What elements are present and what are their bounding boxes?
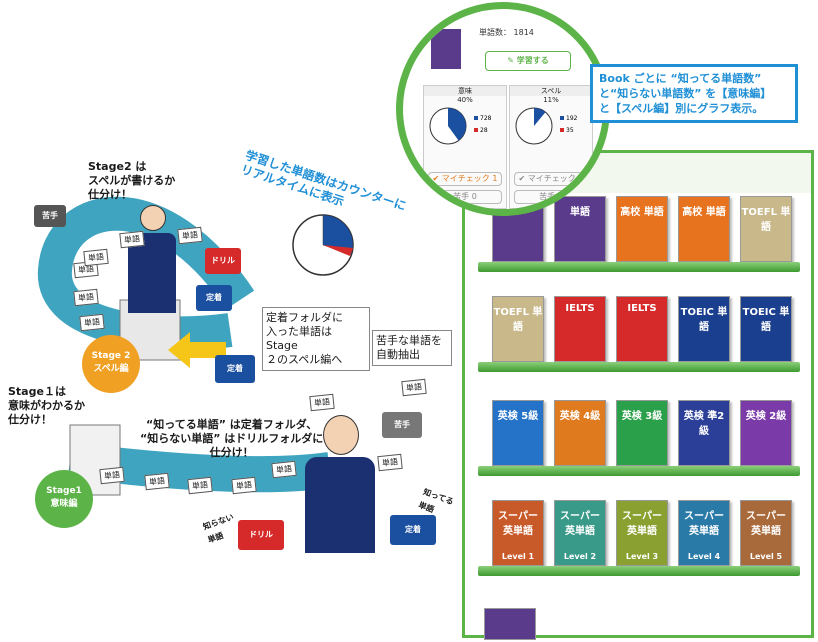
book-level: Level 1 <box>501 552 535 561</box>
book-title: TOEFL 単語 <box>741 207 791 233</box>
book-cover[interactable]: 英検 5級 <box>492 400 544 466</box>
arrow-icon <box>168 332 226 368</box>
magnifier-circle: 単語数： 1814 ✎ 学習する 意味 40% 728 28 ✔ マイチェック … <box>396 2 610 216</box>
book-cover[interactable]: TOEFL 単語 <box>740 196 792 262</box>
folder-note: 定着フォルダに 入った単語は Stage ２のスペル編へ <box>262 307 370 371</box>
book-title: 高校 単語 <box>620 207 664 218</box>
unknown-count: 28 <box>480 127 488 134</box>
book-cover[interactable]: 高校 単語 <box>616 196 668 262</box>
book-title: スーパー 英単語 <box>560 511 600 537</box>
word-card: 単語 <box>99 466 125 485</box>
book-cover[interactable]: TOEFL 単語 <box>492 296 544 362</box>
book-title: 高校 単語 <box>682 207 726 218</box>
book-title: IELTS <box>565 303 595 314</box>
drill-folder: ドリル <box>238 520 284 550</box>
word-count: 単語数： 1814 <box>479 28 534 37</box>
word-card: 単語 <box>83 248 109 267</box>
panel-label: スペル <box>510 86 592 96</box>
spell-pie: 192 35 <box>515 107 578 145</box>
shelf-board <box>478 362 800 372</box>
book-title: スーパー 英単語 <box>622 511 662 537</box>
book-cover-partial[interactable] <box>484 608 536 640</box>
fixed-folder: 定着 <box>215 355 255 383</box>
book-level: Level 5 <box>749 552 783 561</box>
book-cover[interactable]: 英検 3級 <box>616 400 668 466</box>
weak-note: 苦手な単語を 自動抽出 <box>372 330 452 366</box>
panel-percent: 11% <box>543 96 559 104</box>
book-cover[interactable]: スーパー 英単語 Level 1 <box>492 500 544 566</box>
book-cover[interactable]: 英検 2級 <box>740 400 792 466</box>
word-card: 単語 <box>401 378 427 397</box>
book-cover[interactable]: スーパー 英単語 Level 3 <box>616 500 668 566</box>
word-card: 単語 <box>271 460 297 479</box>
book-cover[interactable]: 英検 準2級 <box>678 400 730 466</box>
book-cover[interactable]: IELTS <box>616 296 668 362</box>
weak-button[interactable]: 苦手 0 <box>514 190 588 204</box>
weak-folder: 苦手 <box>382 412 422 438</box>
book-cover[interactable]: 英検 4級 <box>554 400 606 466</box>
unknown-count: 35 <box>566 127 574 134</box>
word-card: 単語 <box>79 313 105 332</box>
fixed-folder: 定着 <box>196 285 232 311</box>
book-cover[interactable]: スーパー 英単語 Level 5 <box>740 500 792 566</box>
fixed-folder: 定着 <box>390 515 436 545</box>
book-title: TOEIC 単語 <box>680 307 728 333</box>
word-card: 単語 <box>144 472 170 491</box>
callout-box: Book ごとに “知ってる単語数” と“知らない単語数” を【意味編】 と【ス… <box>590 64 798 123</box>
book-thumb <box>431 29 461 69</box>
book-title: IELTS <box>627 303 657 314</box>
stage2-text: Stage2 は スペルが書けるか 仕分け！ <box>88 160 176 201</box>
person-stage2 <box>128 205 176 315</box>
stage2-badge: Stage 2 スペル編 <box>82 335 140 393</box>
shelf-board <box>478 466 800 476</box>
meaning-pie: 728 28 <box>429 107 492 145</box>
book-title: 英検 2級 <box>745 411 787 422</box>
book-title: 英検 4級 <box>559 411 601 422</box>
sort-note: “知ってる単語” は定着フォルダ、 “知らない単語” はドリルフォルダに 仕分け… <box>140 418 324 459</box>
word-card: 単語 <box>119 230 145 249</box>
book-level: Level 3 <box>625 552 659 561</box>
panel-spell: スペル 11% 192 35 ✔ マイチェック 0 苦手 0 <box>509 85 593 209</box>
book-cover[interactable]: 高校 単語 <box>678 196 730 262</box>
drill-folder: ドリル <box>205 248 241 274</box>
book-level: Level 2 <box>563 552 597 561</box>
study-button[interactable]: ✎ 学習する <box>485 51 571 71</box>
my-check-button[interactable]: ✔ マイチェック 0 <box>514 172 588 186</box>
book-cover[interactable]: IELTS <box>554 296 606 362</box>
panel-meaning: 意味 40% 728 28 ✔ マイチェック 1 苦手 0 <box>423 85 507 209</box>
word-card: 単語 <box>187 476 213 495</box>
weak-button[interactable]: 苦手 0 <box>428 190 502 204</box>
book-cover[interactable]: スーパー 英単語 Level 2 <box>554 500 606 566</box>
weak-folder: 苦手 <box>34 205 66 227</box>
book-title: スーパー 英単語 <box>684 511 724 537</box>
stage1-badge: Stage1 意味編 <box>35 470 93 528</box>
book-title: 英検 5級 <box>497 411 539 422</box>
book-title: TOEFL 単語 <box>493 307 543 333</box>
book-title: スーパー 英単語 <box>498 511 538 537</box>
book-title: 英検 準2級 <box>683 411 725 437</box>
book-level: Level 4 <box>687 552 721 561</box>
book-title: 単語 <box>570 207 590 218</box>
book-title: スーパー 英単語 <box>746 511 786 537</box>
book-cover[interactable]: TOEIC 単語 <box>678 296 730 362</box>
known-count: 728 <box>480 115 492 122</box>
panel-label: 意味 <box>424 86 506 96</box>
shelf-board <box>478 262 800 272</box>
known-count: 192 <box>566 115 578 122</box>
word-card: 単語 <box>309 393 335 412</box>
book-cover[interactable]: TOEIC 単語 <box>740 296 792 362</box>
counter-pie <box>292 214 354 276</box>
stage1-text: Stage１は 意味がわかるか 仕分け！ <box>8 385 85 426</box>
book-title: 英検 3級 <box>621 411 663 422</box>
word-card: 単語 <box>73 288 99 307</box>
book-cover[interactable]: スーパー 英単語 Level 4 <box>678 500 730 566</box>
my-check-button[interactable]: ✔ マイチェック 1 <box>428 172 502 186</box>
shelf-board <box>478 566 800 576</box>
panel-percent: 40% <box>457 96 473 104</box>
word-card: 単語 <box>377 453 403 472</box>
word-card: 単語 <box>177 226 203 245</box>
person-stage1 <box>305 415 375 555</box>
book-title: TOEIC 単語 <box>742 307 790 333</box>
word-card: 単語 <box>231 476 257 495</box>
